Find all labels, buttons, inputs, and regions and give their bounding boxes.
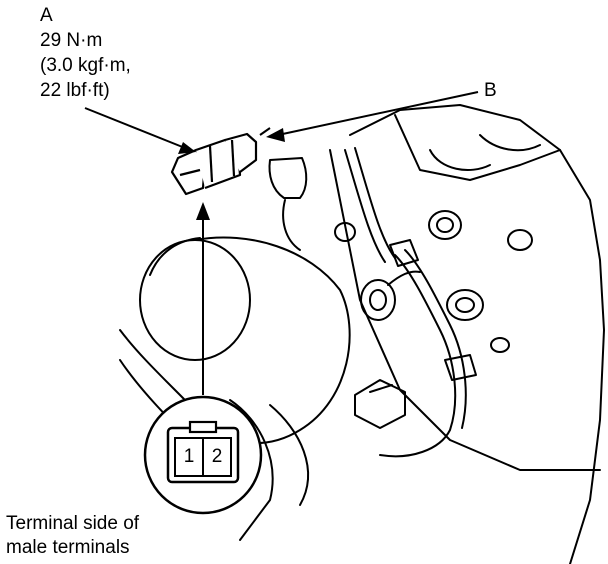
harness [379,254,457,458]
block-rib-2 [479,134,541,152]
ring-terminal-hole [369,289,387,311]
boss-1-inner [436,217,454,233]
boss-4 [490,337,510,353]
block-edge-2 [394,114,561,181]
connector-latch [188,420,218,434]
boss-3 [446,289,484,321]
arrow-b-shaft [277,91,479,136]
connector-tab [369,384,393,393]
pressure-switch [170,132,258,196]
arrow-a-shaft [84,107,186,149]
terminal-pin-2: 2 [211,446,223,467]
caption-line-2: male terminals [6,537,130,558]
boss-1 [428,210,462,240]
boss-2 [507,229,533,251]
engine-block-outline [349,104,605,564]
small-connector [354,379,406,429]
harness-2 [404,249,467,429]
housing-bracket-2 [269,404,309,506]
harness-clip-2 [444,354,477,381]
small-sensor [268,157,308,199]
housing-body-2 [149,237,201,276]
arrow-b-head [266,128,285,142]
block-edge [329,149,601,471]
callout-b-letter: B [484,80,497,101]
terminal-pin-1: 1 [183,446,195,467]
ring-terminal [360,279,396,321]
caption-line-1: Terminal side of [6,513,140,534]
terminal-cell-1 [174,437,204,477]
callout-a-torque-nm: 29 N·m [40,30,103,51]
ring-wire [387,270,421,286]
pipe-2 [354,147,396,259]
callout-a-torque-lbfft: 22 lbf·ft) [40,80,110,101]
block-rib [429,149,491,171]
arrow-connector-head [196,202,210,220]
housing-face [139,239,251,361]
dash-mark [259,127,271,136]
small-sensor-wire [282,199,301,251]
boss-3-inner [455,297,475,313]
housing-bracket [229,399,274,541]
harness-clip [389,239,419,267]
callout-a-letter: A [40,5,53,26]
terminal-cell-2 [202,437,232,477]
arrow-a-head [178,142,196,154]
boss-5 [334,222,356,242]
callout-a-torque-kgfm: (3.0 kgf·m, [40,55,131,76]
pipe [344,149,386,263]
